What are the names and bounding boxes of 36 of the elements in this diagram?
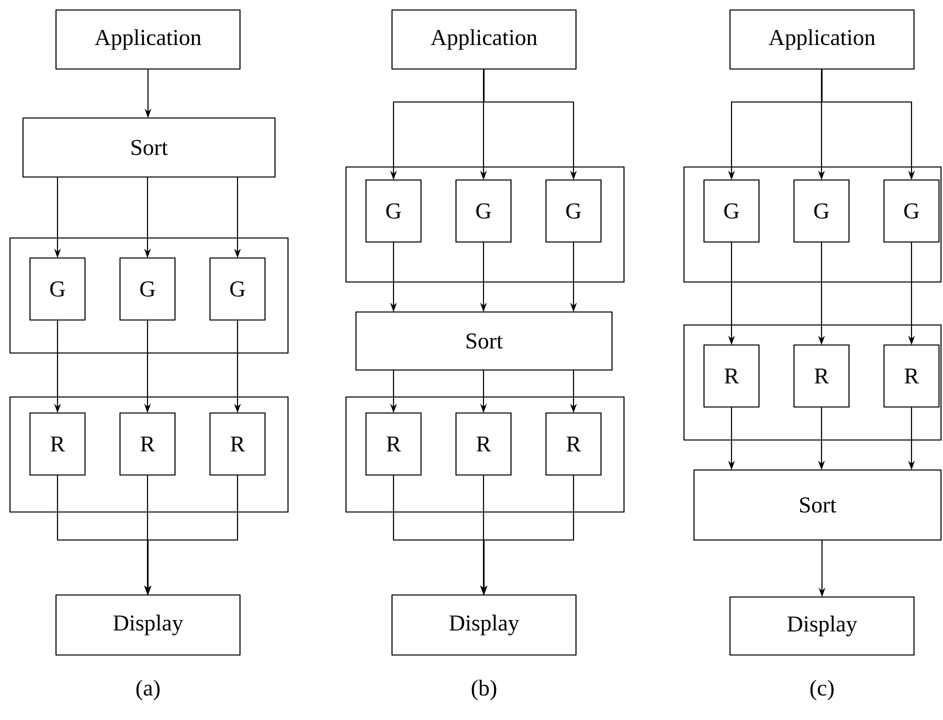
process-box: G bbox=[883, 179, 940, 243]
panel-label: (c) bbox=[810, 680, 834, 700]
group-box bbox=[345, 166, 625, 283]
group-box bbox=[9, 396, 289, 513]
group-box bbox=[9, 237, 289, 354]
group-box bbox=[345, 396, 625, 513]
process-box: Sort bbox=[693, 469, 942, 541]
process-box: R bbox=[209, 412, 266, 476]
panel-label: (b) bbox=[472, 680, 496, 700]
process-box: Sort bbox=[355, 311, 613, 371]
process-box: Display bbox=[391, 594, 577, 656]
group-box bbox=[683, 324, 942, 441]
process-box: R bbox=[703, 344, 760, 408]
process-box: G bbox=[703, 179, 760, 243]
process-box: G bbox=[455, 179, 512, 243]
process-box: G bbox=[29, 257, 86, 321]
process-box: Display bbox=[55, 594, 241, 656]
process-box: R bbox=[365, 412, 422, 476]
process-box: Application bbox=[729, 9, 915, 70]
process-box: Application bbox=[55, 9, 241, 70]
process-box: R bbox=[29, 412, 86, 476]
process-box: R bbox=[119, 412, 176, 476]
process-box: R bbox=[793, 344, 850, 408]
process-box: G bbox=[365, 179, 422, 243]
process-box: G bbox=[119, 257, 176, 321]
process-box: R bbox=[545, 412, 602, 476]
process-box: R bbox=[883, 344, 940, 408]
process-box: R bbox=[455, 412, 512, 476]
panel-label: (a) bbox=[136, 680, 160, 700]
process-box: G bbox=[545, 179, 602, 243]
process-box: G bbox=[793, 179, 850, 243]
process-box: Application bbox=[391, 9, 577, 70]
group-box bbox=[683, 166, 942, 283]
process-box: Display bbox=[729, 596, 915, 656]
process-box: G bbox=[209, 257, 266, 321]
process-box: Sort bbox=[22, 117, 276, 178]
